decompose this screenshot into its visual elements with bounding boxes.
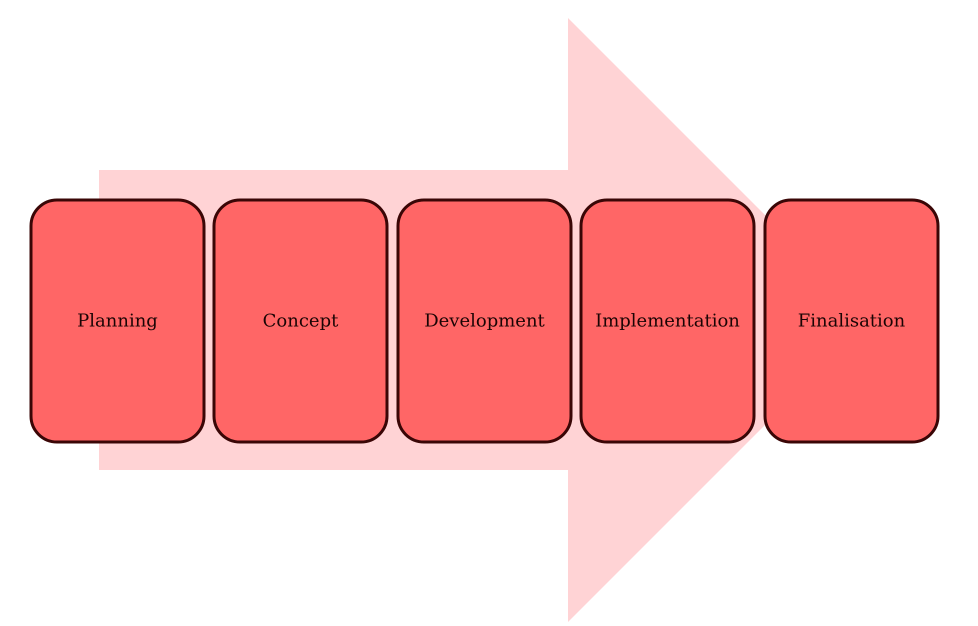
stage-development: Development — [396, 198, 573, 444]
stage-label-planning: Planning — [77, 311, 158, 332]
stage-box-planning — [29, 198, 206, 444]
stage-box-finalisation — [763, 198, 940, 444]
stage-implementation: Implementation — [579, 198, 756, 444]
stage-finalisation: Finalisation — [763, 198, 940, 444]
stage-label-finalisation: Finalisation — [798, 311, 906, 332]
stage-label-concept: Concept — [263, 311, 339, 332]
stage-planning: Planning — [29, 198, 206, 444]
stage-box-development — [396, 198, 573, 444]
stage-concept: Concept — [212, 198, 389, 444]
stage-label-implementation: Implementation — [595, 311, 740, 332]
stage-label-development: Development — [424, 311, 545, 332]
stage-box-implementation — [579, 198, 756, 444]
stage-box-concept — [212, 198, 389, 444]
